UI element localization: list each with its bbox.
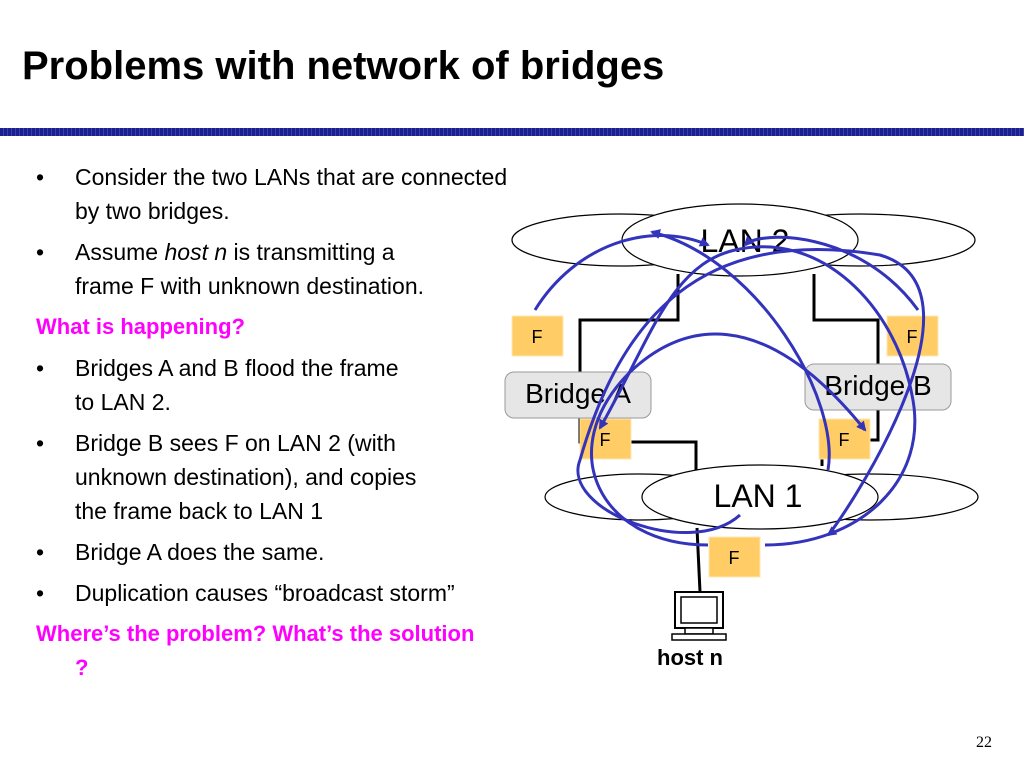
bullet-list: • Consider the two LANs that are connect…: [36, 160, 636, 692]
bullet-text-line: frame F with unknown destination.: [75, 273, 425, 299]
bullet-item: • Consider the two LANs that are connect…: [36, 160, 636, 228]
frame-label: F: [907, 327, 918, 347]
bullet-text-line: Bridge A does the same.: [75, 539, 325, 565]
page-number: 22: [976, 734, 992, 751]
flood-arrows: [533, 229, 925, 547]
bullet-dot: •: [36, 164, 45, 190]
bullet-dot: •: [36, 430, 45, 456]
bullet-item: • Assume host n is transmitting a frame …: [36, 235, 636, 303]
question-line: Where’s the problem? What’s the solution: [36, 621, 475, 646]
bullet-text-line: the frame back to LAN 1: [75, 498, 324, 524]
bullet-text-line: Bridges A and B flood the frame: [75, 355, 399, 381]
bullet-item: • Bridges A and B flood the frame to LAN…: [36, 351, 636, 419]
section-heading-happening: What is happening?: [36, 314, 245, 339]
bullet-text-line: Consider the two LANs that are connected: [75, 164, 508, 190]
bullet-text-line: Duplication causes “broadcast storm”: [75, 580, 455, 606]
title-underline-bar: [0, 128, 1024, 136]
lan1-label: LAN 1: [714, 478, 803, 514]
computer-icon: [671, 591, 727, 641]
bullet-item: • Bridge B sees F on LAN 2 (with unknown…: [36, 426, 636, 528]
frame-label: F: [532, 327, 543, 347]
bullet-text-segment: Assume: [75, 239, 165, 265]
bridge-a-label: Bridge A: [525, 378, 631, 409]
bullet-text-segment: is transmitting a: [227, 239, 395, 265]
bullet-text-line: unknown destination), and copies: [75, 464, 417, 490]
bridge-b-label: Bridge B: [824, 370, 931, 401]
lan1-cloud: [544, 464, 979, 530]
frame-label: F: [839, 430, 850, 450]
question-line: ?: [75, 655, 89, 680]
question-heading: Where’s the problem? What’s the solution…: [36, 617, 636, 685]
bridge-a-box: [504, 371, 652, 419]
frame-label: F: [729, 548, 740, 568]
bullet-dot: •: [36, 539, 45, 565]
bullet-dot: •: [36, 580, 45, 606]
frame-label: F: [600, 430, 611, 450]
host-label: host n: [657, 645, 723, 670]
bullet-item: • Duplication causes “broadcast storm”: [36, 576, 636, 610]
bullet-italic-text: host n: [164, 239, 228, 265]
bullet-text-line: to LAN 2.: [75, 389, 171, 415]
frame-boxes: [511, 315, 939, 578]
bullet-text-line: Bridge B sees F on LAN 2 (with: [75, 430, 396, 456]
slide-title: Problems with network of bridges: [22, 44, 665, 88]
bullet-dot: •: [36, 355, 45, 381]
bullet-dot: •: [36, 239, 45, 265]
bullet-text-line: by two bridges.: [75, 198, 230, 224]
bullet-item: • Bridge A does the same.: [36, 535, 636, 569]
